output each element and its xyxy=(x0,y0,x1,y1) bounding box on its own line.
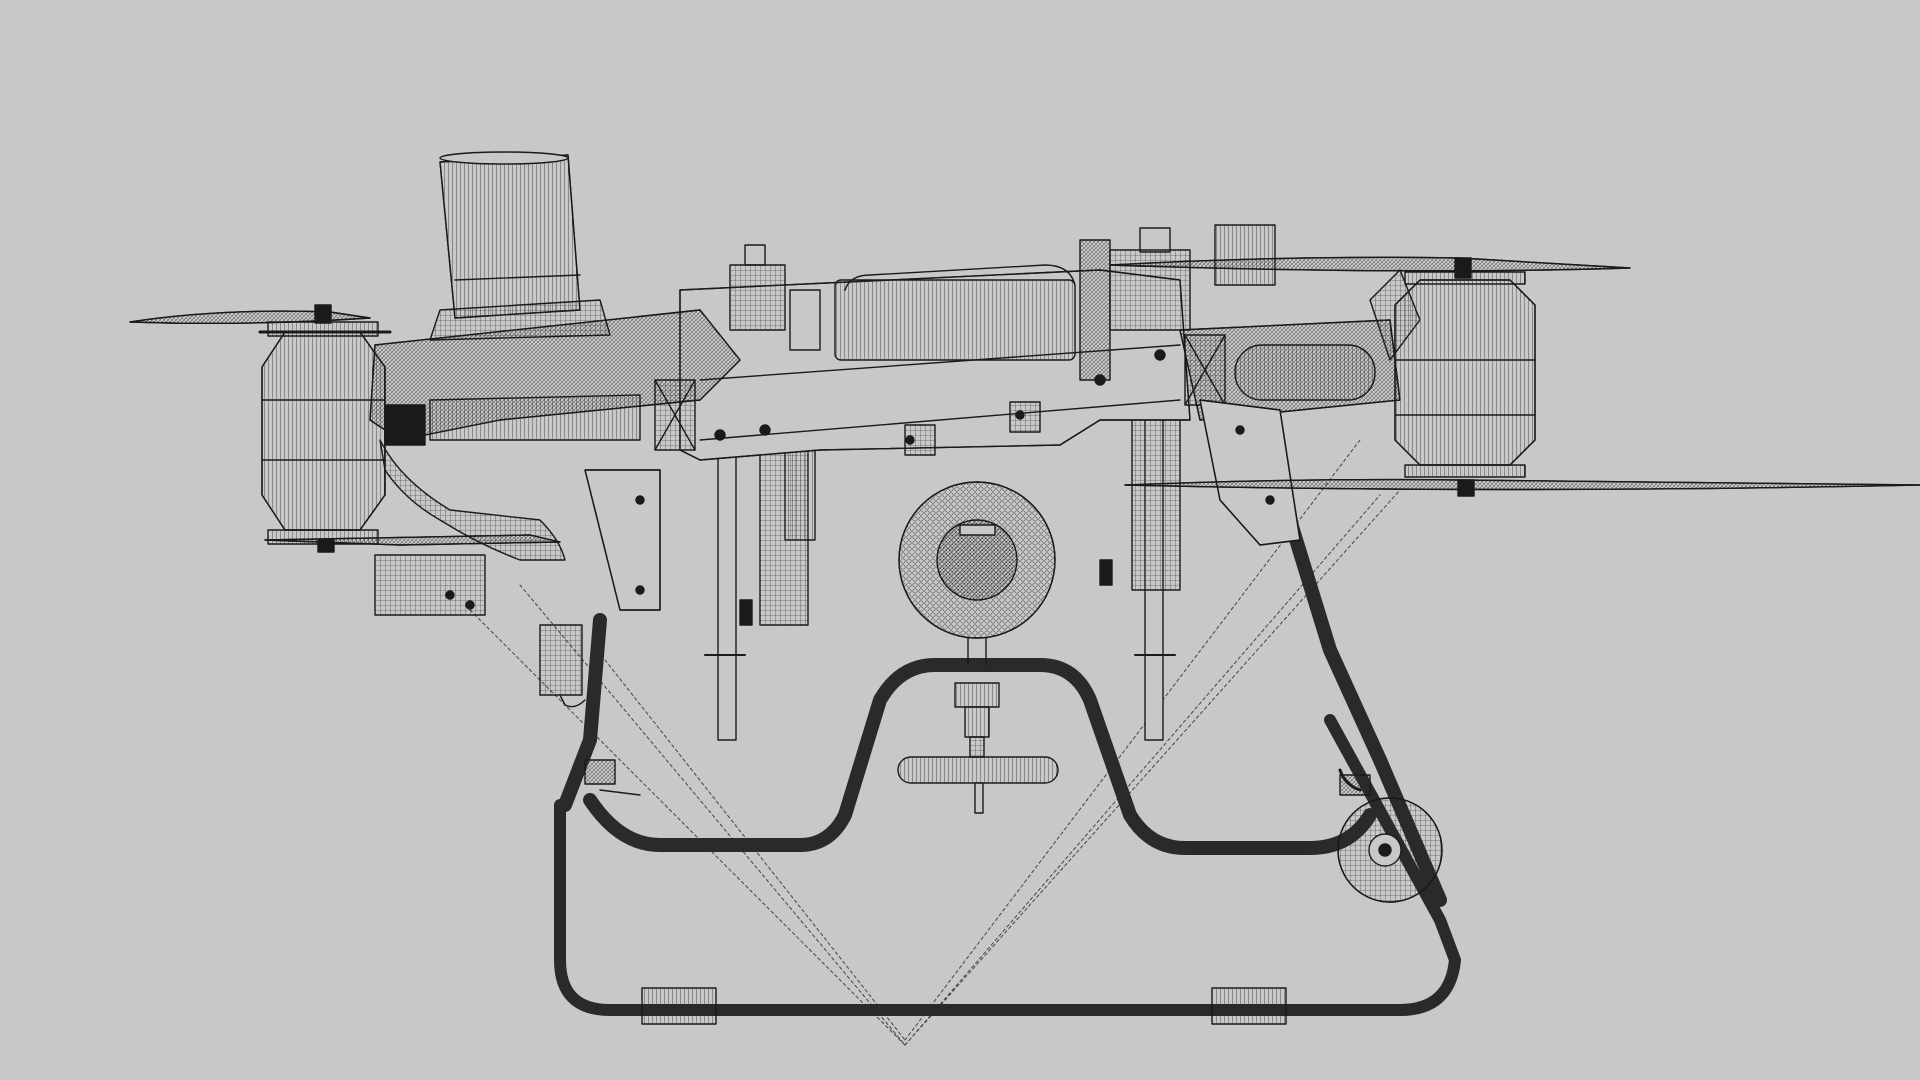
left-propeller-bottom[interactable] xyxy=(264,534,561,553)
exhaust-stack[interactable] xyxy=(429,151,611,341)
center-frame[interactable] xyxy=(679,224,1276,461)
main-arm-right[interactable] xyxy=(1179,269,1421,546)
spray-tank[interactable] xyxy=(898,481,1056,666)
left-propeller-top[interactable] xyxy=(129,304,392,334)
skid-sleeve-right xyxy=(1211,987,1287,1025)
left-leg[interactable] xyxy=(539,613,641,812)
landing-gear-outer[interactable] xyxy=(554,714,1461,1025)
skid-sleeve-left xyxy=(641,987,717,1025)
landing-gear-inner[interactable] xyxy=(583,658,1377,855)
right-propeller-bottom[interactable] xyxy=(1124,478,1920,497)
right-propeller-top[interactable] xyxy=(1109,256,1631,279)
rear-wheel[interactable] xyxy=(1337,774,1443,903)
main-arm-left[interactable] xyxy=(369,309,741,616)
right-motor[interactable] xyxy=(1394,271,1536,478)
pump-nozzle[interactable] xyxy=(897,682,1059,814)
